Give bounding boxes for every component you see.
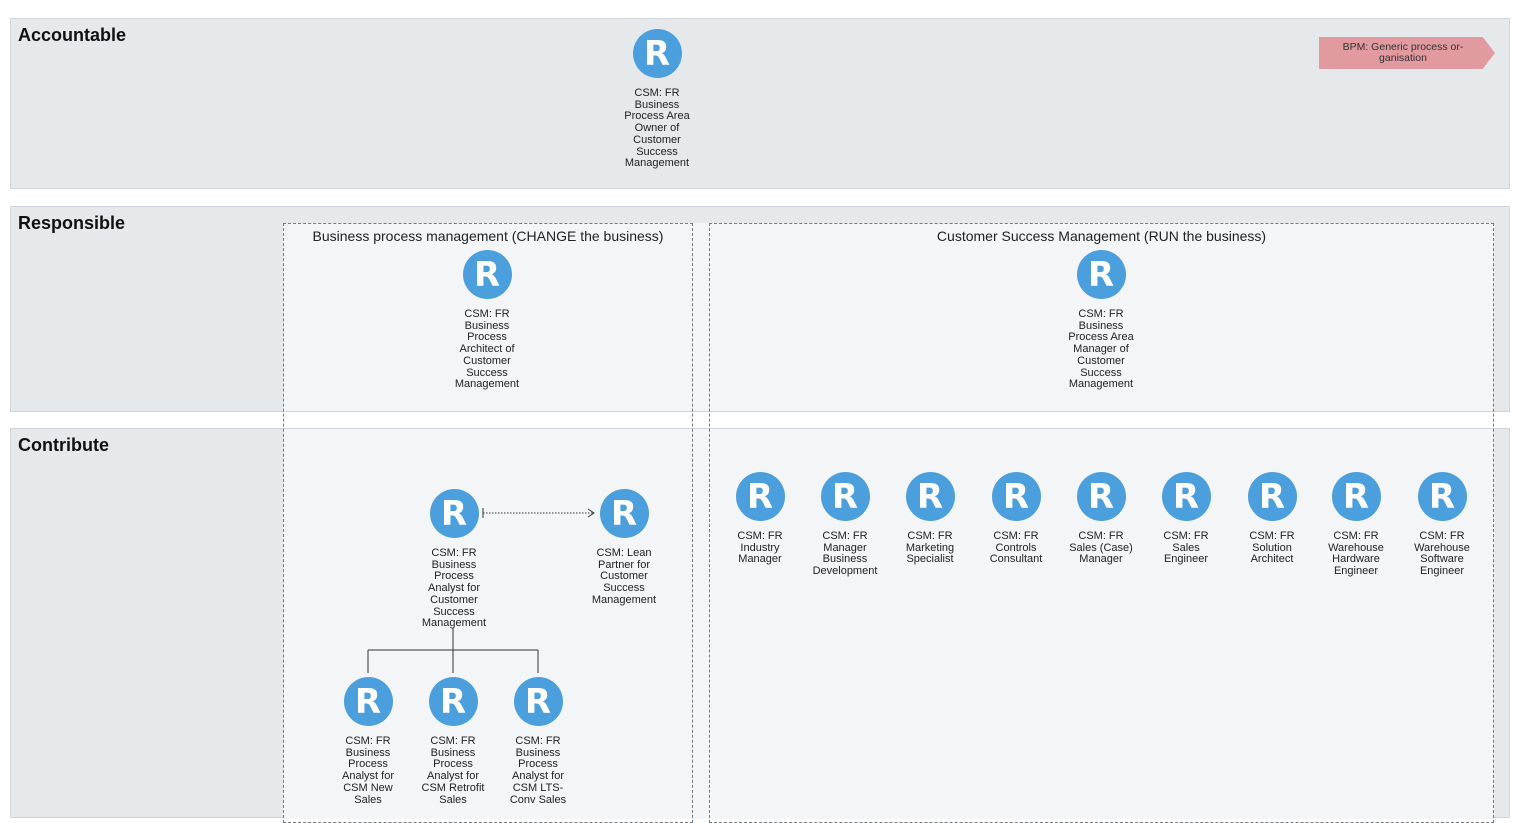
role-label: CSM: FR Marketing Specialist — [905, 530, 955, 566]
role-marketing-specialist[interactable]: R CSM: FR Marketing Specialist — [885, 472, 975, 566]
role-label: CSM: FR Warehouse Hardware Engineer — [1328, 530, 1384, 578]
lane-title: Contribute — [18, 435, 109, 455]
role-icon: R — [1161, 472, 1211, 521]
lane-title: Responsible — [18, 213, 126, 233]
role-label: CSM: FR Business Process Architect of Cu… — [454, 308, 520, 391]
role-label: CSM: FR Sales Engineer — [1163, 530, 1209, 566]
role-manager-business-development[interactable]: R CSM: FR Manager Business Development — [800, 472, 890, 578]
role-sales-case-manager[interactable]: R CSM: FR Sales (Case) Manager — [1056, 472, 1146, 566]
role-controls-consultant[interactable]: R CSM: FR Controls Consultant — [971, 472, 1061, 566]
role-label: CSM: FR Manager Business Development — [812, 530, 878, 578]
role-solution-architect[interactable]: R CSM: FR Solution Architect — [1227, 472, 1317, 566]
arrow-head-icon — [587, 508, 595, 518]
role-bp-architect[interactable]: R CSM: FR Business Process Architect of … — [442, 250, 532, 391]
group-title: Business process management (CHANGE the … — [312, 228, 664, 244]
role-label: CSM: FR Business Process Analyst for CSM… — [342, 735, 394, 806]
role-label: CSM: Lean Partner for Customer Success M… — [591, 547, 657, 606]
role-icon: R — [1417, 472, 1467, 521]
role-bp-analyst[interactable]: R CSM: FR Business Process Analyst for C… — [409, 489, 499, 630]
role-icon: R — [820, 472, 870, 521]
role-industry-manager[interactable]: R CSM: FR Industry Manager — [715, 472, 805, 566]
role-icon: R — [1076, 472, 1126, 521]
role-icon: R — [1331, 472, 1381, 521]
role-analyst-new-sales[interactable]: R CSM: FR Business Process Analyst for C… — [323, 677, 413, 806]
lane-accountable: Accountable — [10, 18, 1510, 189]
role-bpa-owner[interactable]: R CSM: FR Business Process Area Owner of… — [612, 29, 702, 170]
role-label: CSM: FR Solution Architect — [1249, 530, 1295, 566]
role-warehouse-software-engineer[interactable]: R CSM: FR Warehouse Software Engineer — [1397, 472, 1487, 578]
role-icon: R — [905, 472, 955, 521]
group-fill — [283, 412, 1494, 428]
role-icon: R — [735, 472, 785, 521]
process-tag[interactable]: BPM: Generic process or- ganisation — [1319, 37, 1495, 69]
role-label: CSM: FR Sales (Case) Manager — [1069, 530, 1133, 566]
role-icon: R — [632, 29, 682, 78]
role-icon: R — [1247, 472, 1297, 521]
role-analyst-lts-conv-sales[interactable]: R CSM: FR Business Process Analyst for C… — [493, 677, 583, 806]
role-label: CSM: FR Business Process Analyst for CSM… — [509, 735, 567, 806]
role-icon: R — [991, 472, 1041, 521]
role-icon: R — [1076, 250, 1126, 299]
role-label: CSM: FR Business Process Analyst for CSM… — [421, 735, 485, 806]
role-icon: R — [428, 677, 478, 726]
lane-title: Accountable — [18, 25, 127, 45]
role-label: CSM: FR Business Process Area Manager of… — [1068, 308, 1134, 391]
role-icon: R — [599, 489, 649, 538]
role-label: CSM: FR Industry Manager — [737, 530, 783, 566]
role-label: CSM: FR Controls Consultant — [989, 530, 1043, 566]
role-icon: R — [343, 677, 393, 726]
role-label: CSM: FR Business Process Analyst for Cus… — [421, 547, 487, 630]
role-lean-partner[interactable]: R CSM: Lean Partner for Customer Success… — [579, 489, 669, 607]
role-label: CSM: FR Business Process Area Owner of C… — [624, 87, 690, 170]
role-warehouse-hardware-engineer[interactable]: R CSM: FR Warehouse Hardware Engineer — [1311, 472, 1401, 578]
role-analyst-retrofit-sales[interactable]: R CSM: FR Business Process Analyst for C… — [408, 677, 498, 806]
role-icon: R — [462, 250, 512, 299]
role-icon: R — [513, 677, 563, 726]
role-sales-engineer[interactable]: R CSM: FR Sales Engineer — [1141, 472, 1231, 566]
group-title: Customer Success Management (RUN the bus… — [936, 228, 1267, 244]
role-label: CSM: FR Warehouse Software Engineer — [1414, 530, 1470, 578]
role-icon: R — [429, 489, 479, 538]
role-bpa-manager[interactable]: R CSM: FR Business Process Area Manager … — [1056, 250, 1146, 391]
